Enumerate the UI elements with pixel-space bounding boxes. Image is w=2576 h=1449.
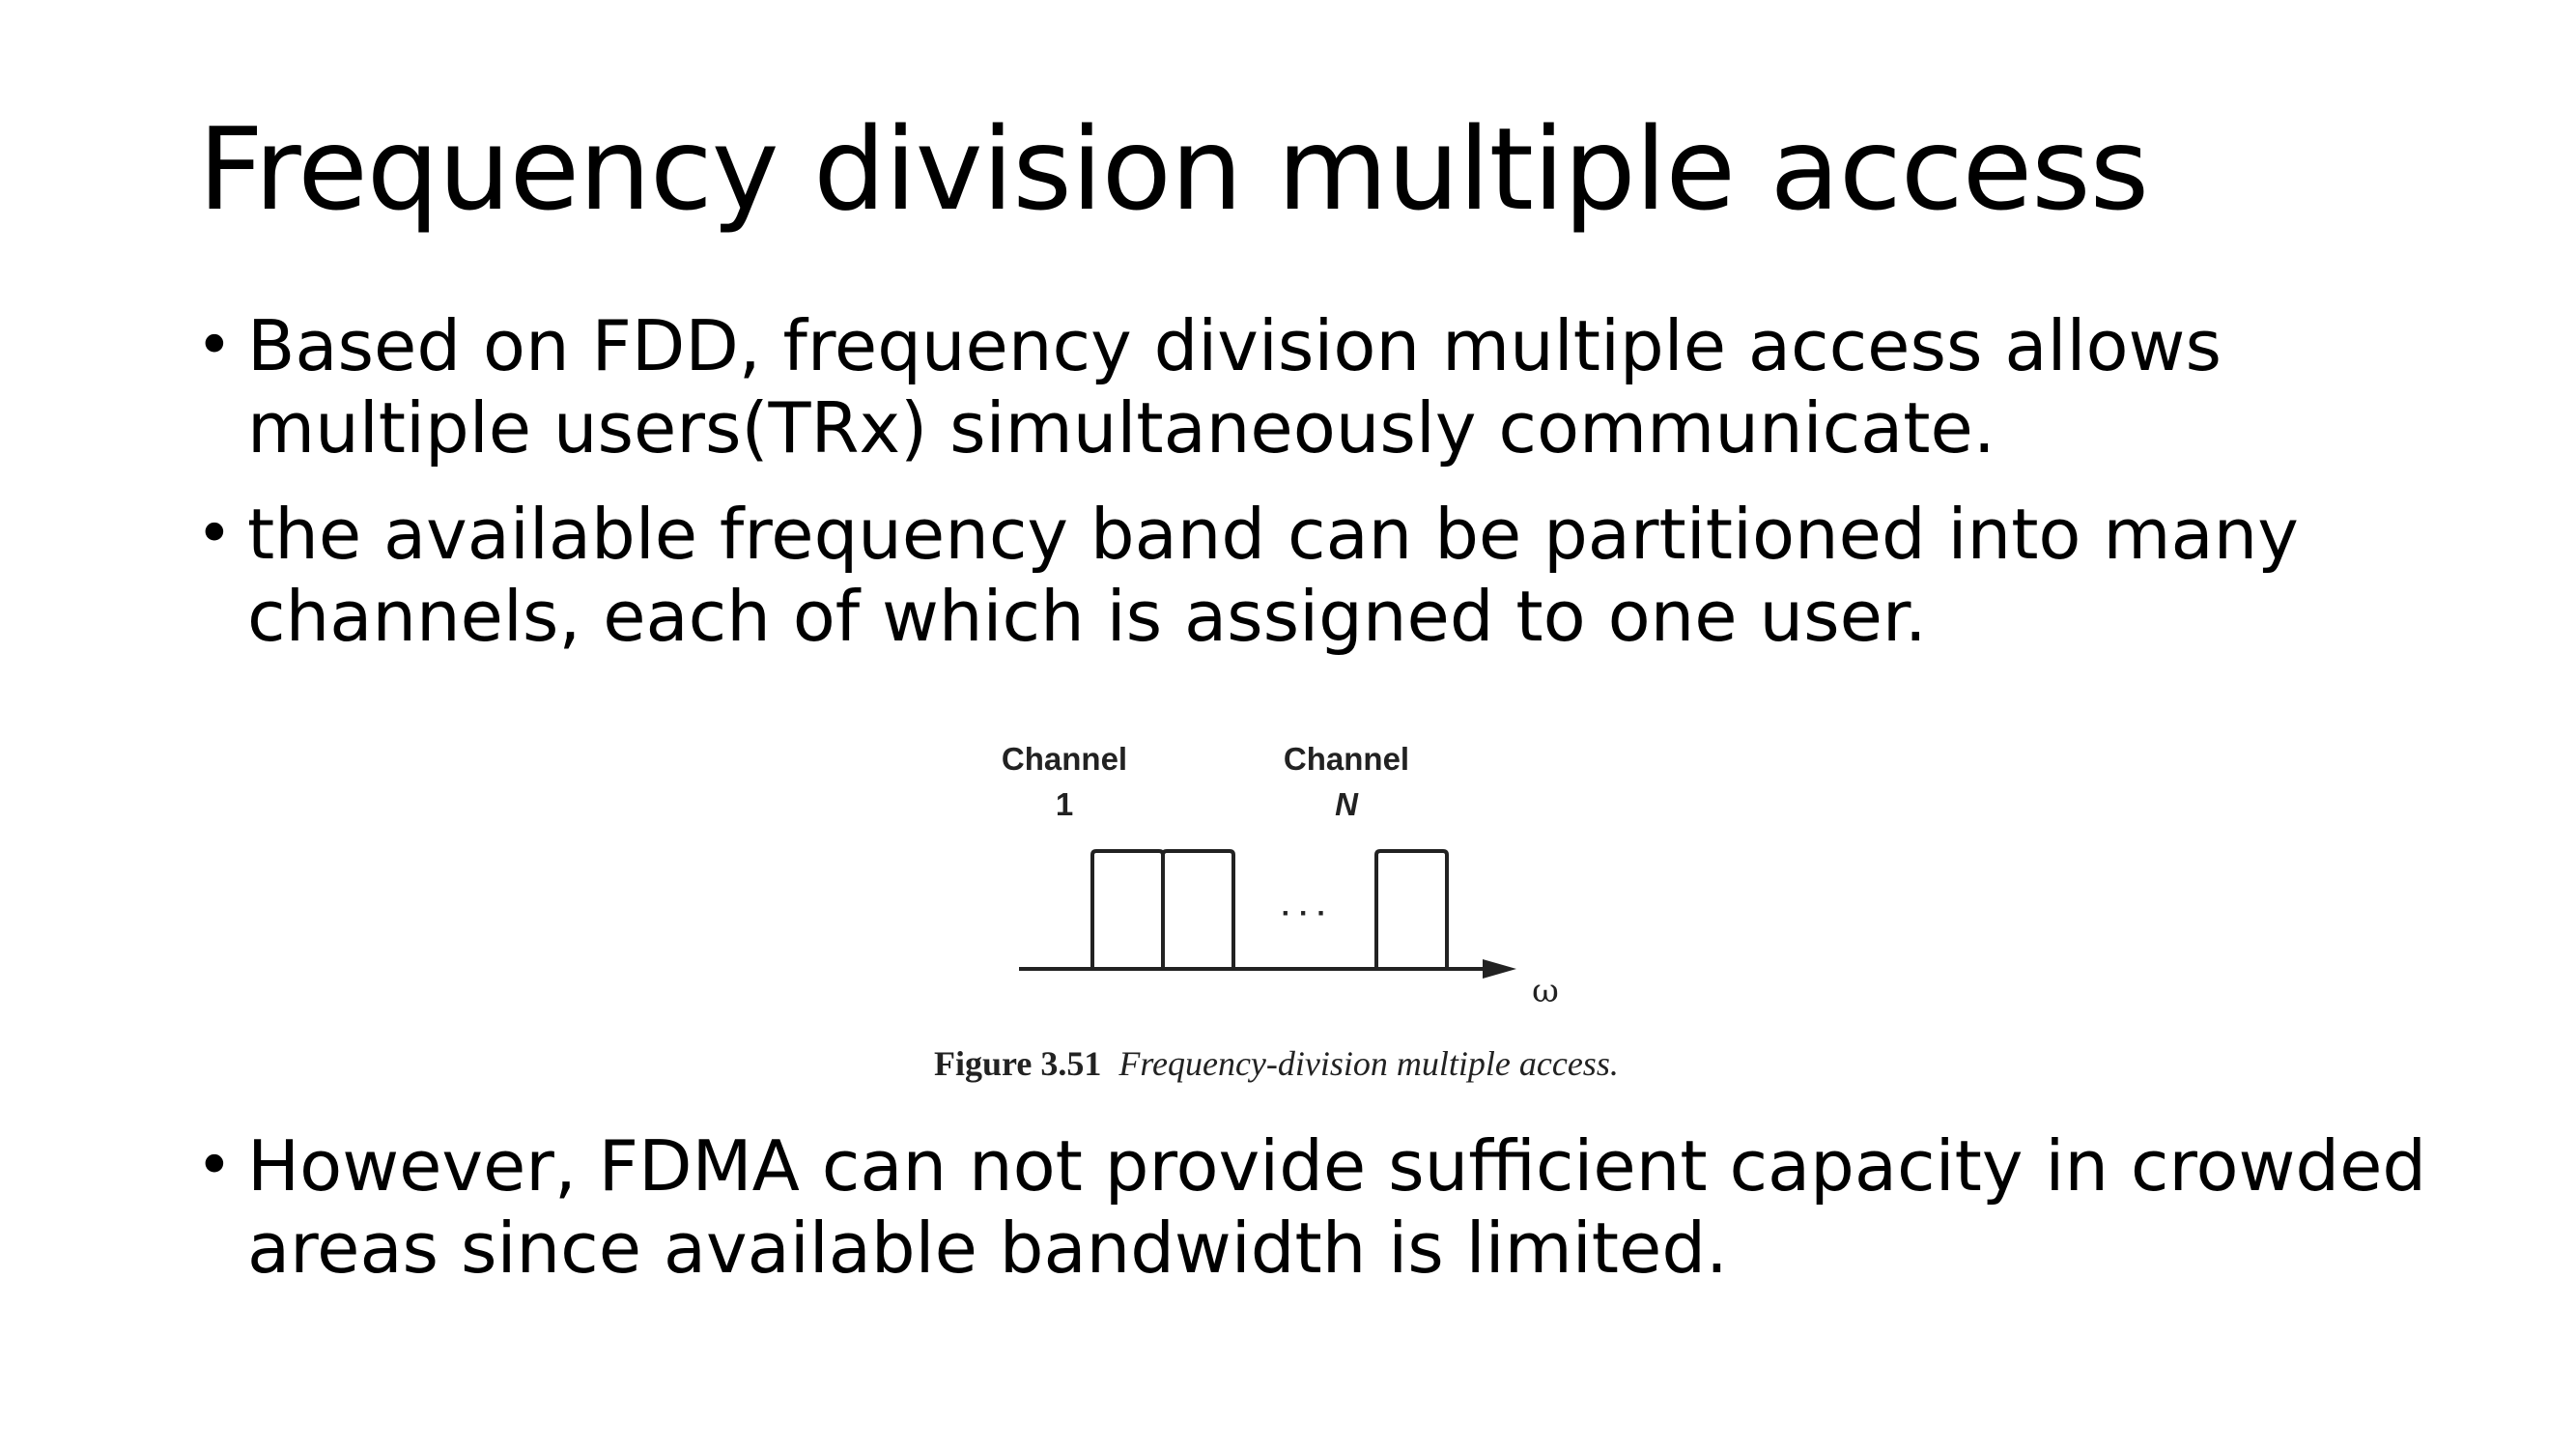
bullet-dot-icon: • xyxy=(196,310,233,382)
bullet-dot-icon: • xyxy=(196,498,233,570)
figure-number: Figure 3.51 xyxy=(934,1044,1102,1083)
bullet-dot-icon: • xyxy=(196,1130,233,1202)
bullet-list: • Based on FDD, frequency division multi… xyxy=(193,305,2415,682)
bullet-text: the available frequency band can be part… xyxy=(247,494,2299,657)
channel-1-pulse xyxy=(1090,849,1165,969)
figure-caption-text: Frequency-division multiple access. xyxy=(1118,1044,1619,1083)
bullet-text: However, FDMA can not provide sufficient… xyxy=(247,1125,2427,1289)
channel-n-pulse xyxy=(1374,849,1449,969)
channel-1-label: Channel xyxy=(1002,741,1127,777)
channel-2-pulse xyxy=(1161,849,1235,969)
figure-caption: Figure 3.51 Frequency-division multiple a… xyxy=(934,1043,1619,1084)
bullet-text: Based on FDD, frequency division multipl… xyxy=(247,305,2222,469)
bullet-item: • However, FDMA can not provide sufficie… xyxy=(193,1125,2469,1290)
ellipsis-mark: · · · xyxy=(1282,897,1327,929)
axis-arrow-icon xyxy=(1483,959,1516,979)
omega-axis-label: ω xyxy=(1532,972,1559,1010)
channel-1-number: 1 xyxy=(1056,786,1073,822)
fdma-diagram: Channel 1 Channel N · · · ω xyxy=(1002,741,1559,1010)
bullet-item: • the available frequency band can be pa… xyxy=(193,494,2415,658)
slide-title: Frequency division multiple access xyxy=(198,102,2149,236)
channel-n-label: Channel xyxy=(1284,741,1409,777)
channel-n-number: N xyxy=(1335,786,1359,822)
bullet-item: • Based on FDD, frequency division multi… xyxy=(193,305,2415,469)
